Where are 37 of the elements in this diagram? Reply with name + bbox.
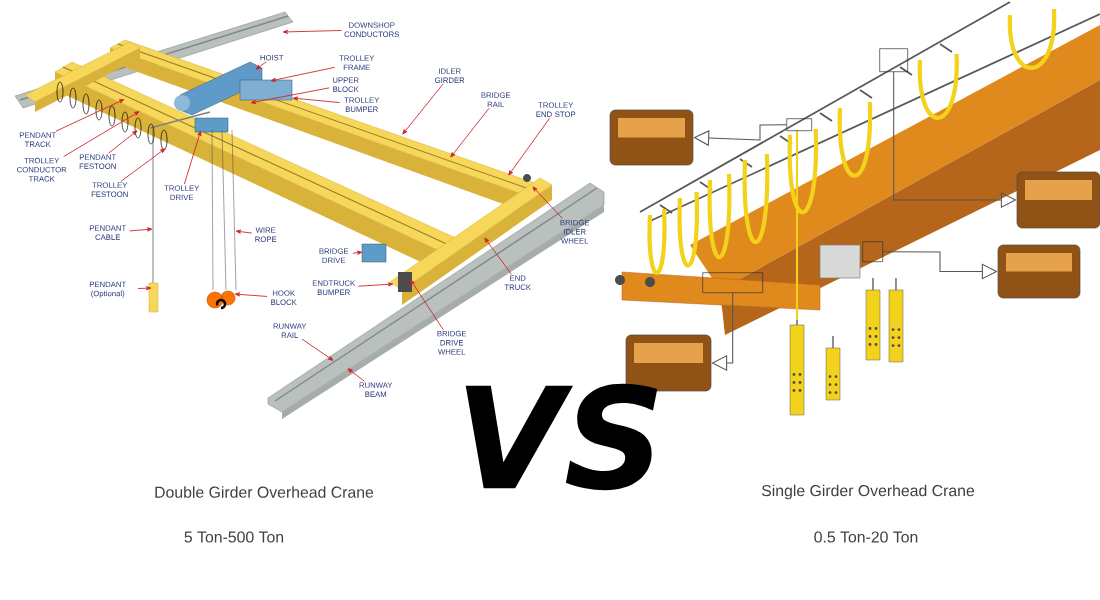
leader-line — [250, 87, 330, 104]
leader-line — [450, 107, 490, 158]
leader-line — [532, 186, 563, 220]
title-text: Double Girder Overhead Crane — [155, 486, 374, 498]
leader-line — [347, 368, 365, 382]
leader-line — [183, 130, 202, 185]
leader-line — [63, 111, 140, 158]
leader-line — [137, 286, 152, 291]
leader-line — [235, 229, 253, 234]
leader-line — [234, 292, 268, 297]
leader-line — [410, 279, 444, 331]
leader-line — [402, 83, 444, 135]
vs-text: VS — [465, 383, 658, 491]
leader-line — [108, 130, 138, 154]
leader-line — [270, 66, 336, 82]
leader-line — [358, 282, 394, 287]
inset-photo — [997, 244, 1081, 299]
leader-line — [255, 61, 267, 70]
highlight-box — [702, 272, 764, 294]
highlight-box — [786, 118, 813, 132]
leader-line — [282, 29, 342, 34]
leader-line — [129, 227, 153, 232]
leader-line — [292, 96, 341, 104]
highlight-box — [862, 241, 884, 263]
leader-line — [352, 250, 363, 255]
leader-line — [120, 148, 166, 182]
leader-line — [55, 99, 125, 132]
leader-line — [508, 117, 550, 176]
inset-photo — [609, 109, 694, 166]
leader-line — [301, 338, 334, 361]
title-text: Single Girder Overhead Crane — [761, 484, 975, 500]
inset-photo — [1016, 171, 1100, 229]
highlight-box — [879, 48, 909, 73]
capacity-text: 0.5 Ton-20 Ton — [814, 531, 918, 543]
leader-line — [484, 237, 512, 275]
capacity-text: 5 Ton-500 Ton — [184, 531, 284, 543]
crane-photo-drawing — [615, 1, 1100, 335]
